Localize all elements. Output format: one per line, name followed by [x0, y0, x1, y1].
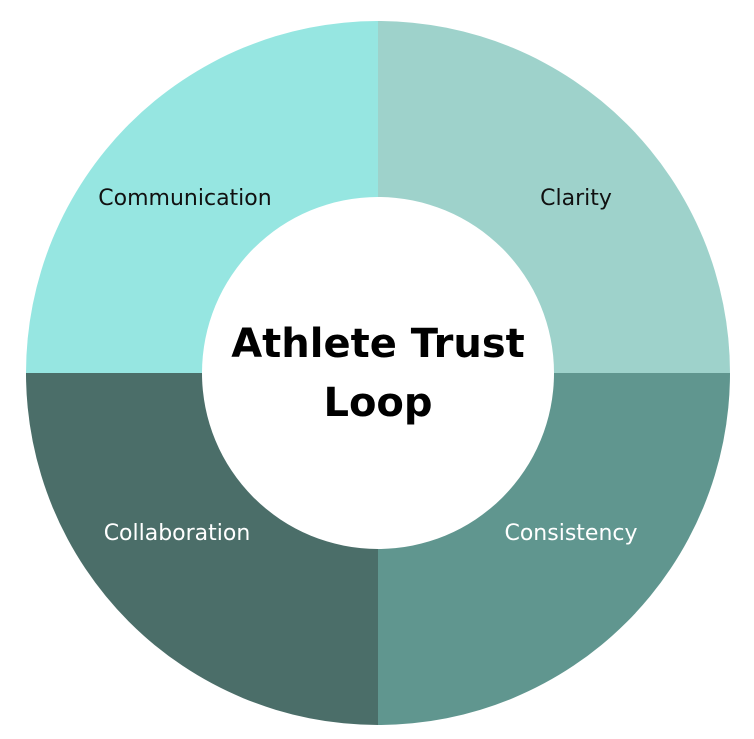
center-title-line-1: Athlete Trust — [231, 321, 525, 367]
center-circle — [202, 197, 554, 549]
segment-labels: Communication Clarity Consistency Collab… — [98, 186, 637, 546]
center-title: Athlete Trust Loop — [231, 321, 525, 426]
center-title-line-2: Loop — [323, 380, 432, 426]
segment-label-communication: Communication — [98, 186, 271, 211]
segment-label-collaboration: Collaboration — [104, 521, 251, 546]
segment-label-clarity: Clarity — [540, 186, 612, 211]
segment-label-consistency: Consistency — [504, 521, 637, 546]
